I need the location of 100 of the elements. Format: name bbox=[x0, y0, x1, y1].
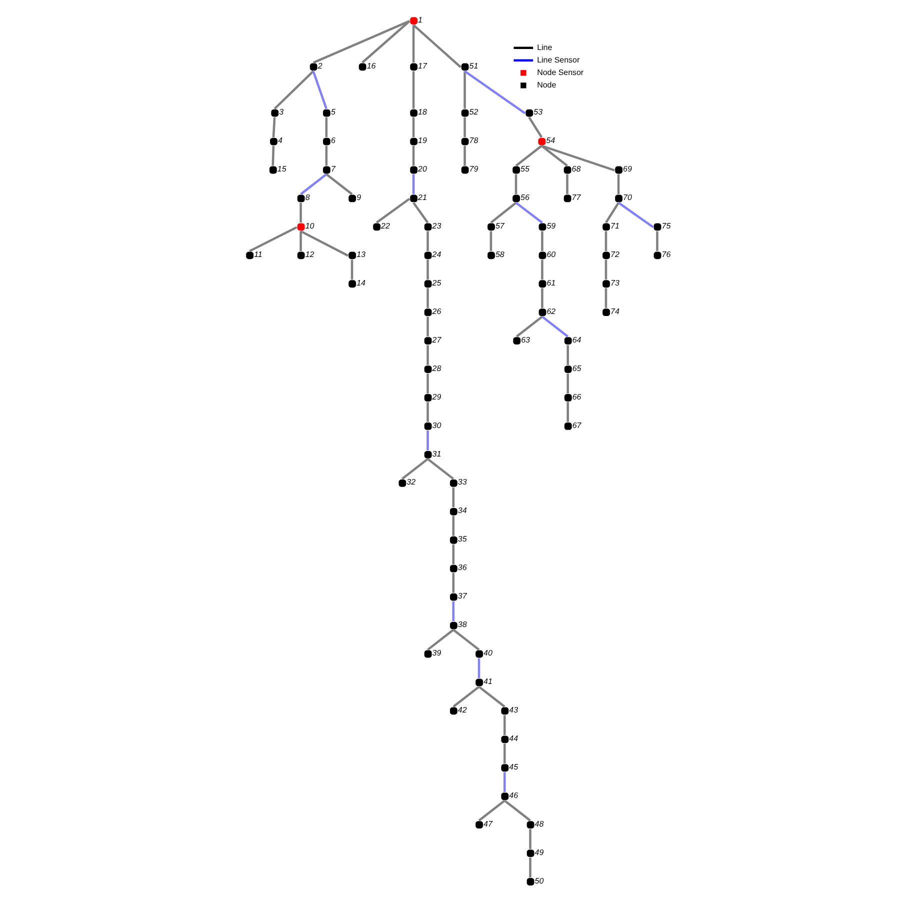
connector bbox=[618, 202, 654, 228]
node-circle bbox=[461, 166, 469, 174]
connector bbox=[452, 686, 480, 708]
node-circle bbox=[450, 593, 458, 601]
node-circle bbox=[476, 678, 483, 686]
node-circle bbox=[564, 166, 572, 174]
connector bbox=[362, 20, 410, 64]
connector bbox=[566, 374, 569, 394]
node-circle bbox=[602, 308, 610, 316]
node-circle bbox=[424, 366, 432, 373]
node-circle bbox=[424, 308, 432, 316]
connector bbox=[514, 174, 518, 194]
connector bbox=[426, 345, 429, 366]
connector bbox=[426, 316, 429, 337]
node-circle bbox=[654, 223, 662, 231]
node-circle bbox=[615, 194, 622, 202]
connector bbox=[312, 20, 410, 64]
node-circle bbox=[461, 138, 469, 146]
connector bbox=[504, 800, 531, 822]
connector bbox=[566, 174, 568, 194]
connector bbox=[427, 628, 454, 651]
node-circle bbox=[602, 223, 610, 231]
connector bbox=[478, 658, 480, 678]
connector bbox=[541, 288, 544, 308]
connector bbox=[464, 117, 466, 138]
connector bbox=[426, 374, 429, 394]
node-circle bbox=[322, 109, 330, 117]
connector bbox=[412, 174, 415, 194]
connector bbox=[452, 516, 455, 536]
node-circle bbox=[348, 194, 356, 202]
connector bbox=[412, 24, 462, 68]
node-circle bbox=[410, 138, 418, 146]
connector bbox=[412, 71, 415, 109]
node-circle bbox=[246, 252, 254, 260]
connector bbox=[503, 772, 506, 792]
connector bbox=[541, 231, 544, 252]
connector bbox=[604, 231, 608, 252]
connector bbox=[325, 117, 328, 138]
node-circle bbox=[513, 337, 521, 345]
connector bbox=[516, 316, 543, 338]
node-circle bbox=[424, 223, 432, 231]
connector bbox=[300, 202, 302, 223]
connector bbox=[540, 144, 568, 167]
connector bbox=[566, 402, 569, 422]
connector bbox=[452, 601, 455, 622]
node-circle bbox=[410, 109, 418, 117]
connector bbox=[325, 146, 328, 166]
node-circle bbox=[512, 194, 520, 202]
node-circle bbox=[501, 736, 509, 744]
node-circle bbox=[526, 850, 534, 857]
node-circle bbox=[348, 252, 356, 260]
connector bbox=[300, 231, 302, 252]
node-circle bbox=[271, 109, 279, 117]
node-circle bbox=[450, 536, 458, 544]
node-circle bbox=[501, 707, 509, 715]
connector bbox=[478, 800, 506, 822]
connector bbox=[464, 71, 466, 109]
connector bbox=[529, 829, 532, 850]
node-circle bbox=[269, 166, 277, 174]
node-circle bbox=[297, 252, 305, 260]
connector bbox=[464, 70, 526, 114]
connector bbox=[566, 345, 569, 366]
connector bbox=[412, 202, 429, 224]
node-circle bbox=[564, 366, 572, 373]
node-circle bbox=[297, 194, 305, 202]
node-circle bbox=[450, 622, 458, 630]
connector bbox=[300, 230, 349, 257]
node-circle bbox=[322, 138, 330, 146]
node-circle bbox=[501, 792, 509, 800]
node-circle bbox=[526, 821, 534, 829]
connector bbox=[249, 226, 298, 252]
connector bbox=[478, 686, 506, 708]
node-circle bbox=[501, 764, 509, 772]
connector bbox=[412, 146, 415, 166]
node-circle bbox=[373, 223, 380, 231]
connector bbox=[426, 288, 429, 308]
node-circle bbox=[310, 63, 318, 71]
connector bbox=[490, 231, 492, 252]
node-circle bbox=[564, 422, 572, 430]
node-circle bbox=[538, 308, 546, 316]
connector bbox=[300, 173, 328, 196]
connector bbox=[426, 231, 429, 252]
node-circle bbox=[564, 394, 572, 402]
node-circle bbox=[424, 451, 432, 458]
node-circle bbox=[297, 223, 305, 231]
connector bbox=[503, 715, 506, 736]
node-circle bbox=[410, 166, 418, 174]
node-circle bbox=[526, 878, 534, 886]
connector bbox=[464, 146, 466, 166]
connector bbox=[426, 260, 429, 280]
node-circle bbox=[526, 109, 534, 117]
node-circle bbox=[461, 109, 469, 117]
node-circle bbox=[322, 166, 330, 174]
connector bbox=[272, 117, 276, 138]
node-circle bbox=[615, 166, 622, 174]
node-circle bbox=[410, 17, 418, 25]
connector bbox=[515, 202, 543, 224]
node-circle bbox=[424, 650, 432, 658]
node-circle bbox=[424, 394, 432, 402]
connector bbox=[605, 202, 620, 224]
